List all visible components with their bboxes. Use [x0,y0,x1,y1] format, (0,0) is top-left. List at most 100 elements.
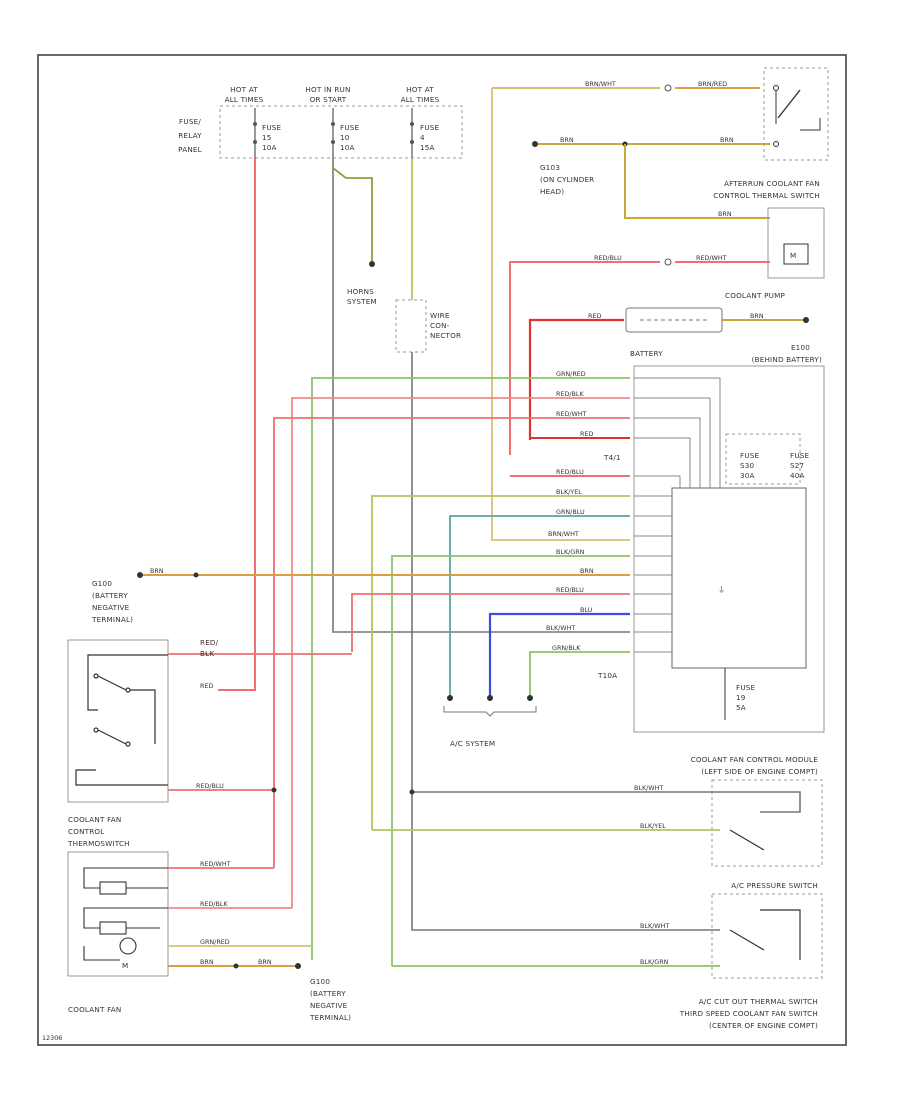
wire-label-red-battery: RED [588,312,601,320]
t10a-label: T10A [597,671,617,680]
module-switch-contact [729,829,765,851]
wire-label-red-bus: RED [580,430,593,438]
fuse-s101-label-1: FUSE [790,451,810,460]
grn-blu-bus [449,515,630,696]
blk-wht-wire-down [411,352,720,931]
g100-top-label-3: NEGATIVE [92,603,130,612]
fuse-relay-panel-label-2: RELAY [178,131,202,140]
wire-label-brn-bus: BRN [580,567,594,575]
wire-label-grn-red-fan: GRN/RED [200,938,230,946]
fuse-15-symbol: FUSE 15 10A [253,108,281,158]
horn-branch-wire [332,167,373,262]
wire-label-red-wht-fan: RED/WHT [200,860,231,868]
hot-at-label-2a: HOT AT [406,85,434,94]
g100-bottom-label-2: (BATTERY [310,989,346,998]
wire-label-brn-g103-b: BRN [720,136,734,144]
wire-connector-label-3: NECTOR [430,331,461,340]
g103-label-3: HEAD) [540,187,564,196]
wire-label-blk-wht-module: BLK/WHT [634,784,663,792]
fan-control-label-1: COOLANT FAN [68,815,121,824]
wire-label-grn-blu-bus: GRN/BLU [556,508,585,516]
fan-motor-symbol: M [122,961,128,970]
wire-label-red-blu-fan: RED/BLU [196,782,224,790]
wire-label-blk-yel-module: BLK/YEL [640,822,666,830]
fan-control-label-2: CONTROL [68,827,105,836]
wire-label-red-wht-pump: RED/WHT [696,254,727,262]
ac-pressure-label: A/C PRESSURE SWITCH [731,881,818,890]
fan-switch-module-box [67,639,169,803]
coolant-pump-label: COOLANT PUMP [725,291,785,300]
fan-module-label-1: COOLANT FAN CONTROL MODULE [691,755,819,764]
horns-system-label-2: SYSTEM [347,297,377,306]
inner-fuse-box [725,433,801,485]
fuse-bottom-label-1: FUSE [736,683,756,692]
red-blu-pump-wire [509,261,660,455]
blu-bus [488,612,630,696]
e100-box [633,365,825,733]
wire-label-brn-wht-top: BRN/WHT [585,80,616,88]
red-blk-label-1: RED/ [200,638,219,647]
fuse-bottom-label-3: 5A [736,703,746,712]
hot-in-run-label-b: OR START [310,95,347,104]
coolant-fan-box [67,851,169,977]
ac-cutout-label-3: (CENTER OF ENGINE COMPT) [709,1021,818,1030]
fuse-s101-label-2: S27 [790,461,804,470]
fuse-bottom-label-2: 19 [736,693,746,702]
g100-top-label-4: TERMINAL) [91,615,133,624]
red-blu-bus-2 [351,593,630,652]
afterrun-label-2: CONTROL THERMAL SWITCH [713,191,820,200]
fuse-relay-panel-label-3: PANEL [178,145,202,154]
fuse-10-label-1: FUSE [340,123,360,132]
ac-cutout-label-2: THIRD SPEED COOLANT FAN SWITCH [679,1009,818,1018]
e100-internal-wiring [634,377,721,653]
wire-label-blk-yel-bus: BLK/YEL [556,488,582,496]
wire-label-grn-blk-bus: GRN/BLK [552,644,581,652]
ac-cutout-label-1: A/C CUT OUT THERMAL SWITCH [699,997,818,1006]
wire-label-brn-fan-2: BRN [258,958,272,966]
hot-at-label-1a: HOT AT [230,85,258,94]
wire-label-red-fan: RED [200,682,213,690]
battery-ground [803,317,809,323]
coolant-pump-motor [783,243,809,265]
blk-wht-module-wire [412,791,801,813]
grey-wire-fuse10 [332,158,630,633]
red-wht-bus [273,417,630,868]
footer-id: 12306 [42,1034,62,1042]
afterrun-label-1: AFTERRUN COOLANT FAN [724,179,820,188]
fuse-15-label-2: 15 [262,133,272,142]
fuse-s100-label-2: S30 [740,461,755,470]
wire-connector-label-1: WIRE [430,311,450,320]
motor-symbol: M [790,251,796,260]
g100-ground-top [137,572,143,578]
battery-label: BATTERY [630,349,663,358]
wire-label-brn-branch: BRN [718,210,732,218]
fuse-relay-panel-label-1: FUSE/ [179,117,201,126]
wire-label-brn-g103: BRN [560,136,574,144]
wire-label-red-blu-bus-2: RED/BLU [556,586,584,594]
e100-label-1: E100 [791,343,810,352]
connector-top [664,84,672,92]
grn-blk-bus [529,651,630,696]
wire-label-blk-grn-bus: BLK/GRN [556,548,585,556]
wire-label-brn-g100: BRN [150,567,164,575]
grn-red-bus [311,377,630,960]
g100-bottom-label-1: G100 [310,977,330,986]
g100-bottom-label-3: NEGATIVE [310,1001,348,1010]
fuse-10-symbol: FUSE 10 10A [331,108,360,158]
fuse-4-label-3: 15A [420,143,435,152]
coolant-fan-label: COOLANT FAN [68,1005,121,1014]
module-symbol: ⏚ [718,585,725,594]
wire-label-red-blu-bus: RED/BLU [556,468,584,476]
wire-label-red-blk-bus: RED/BLK [556,390,584,398]
fuse-4-label-2: 4 [420,133,425,142]
hot-at-label-2b: ALL TIMES [401,95,440,104]
g103-label-1: G103 [540,163,560,172]
fuse-s101-label-3: 40A [790,471,805,480]
g100-top-label-2: (BATTERY [92,591,128,600]
wire-label-blk-wht-pressure: BLK/WHT [640,922,669,930]
horn-ground-dot [369,261,375,267]
wire-label-brn-fan: BRN [200,958,214,966]
wire-connector-label-2: CON- [430,321,450,330]
ac-system-connector [443,706,537,717]
